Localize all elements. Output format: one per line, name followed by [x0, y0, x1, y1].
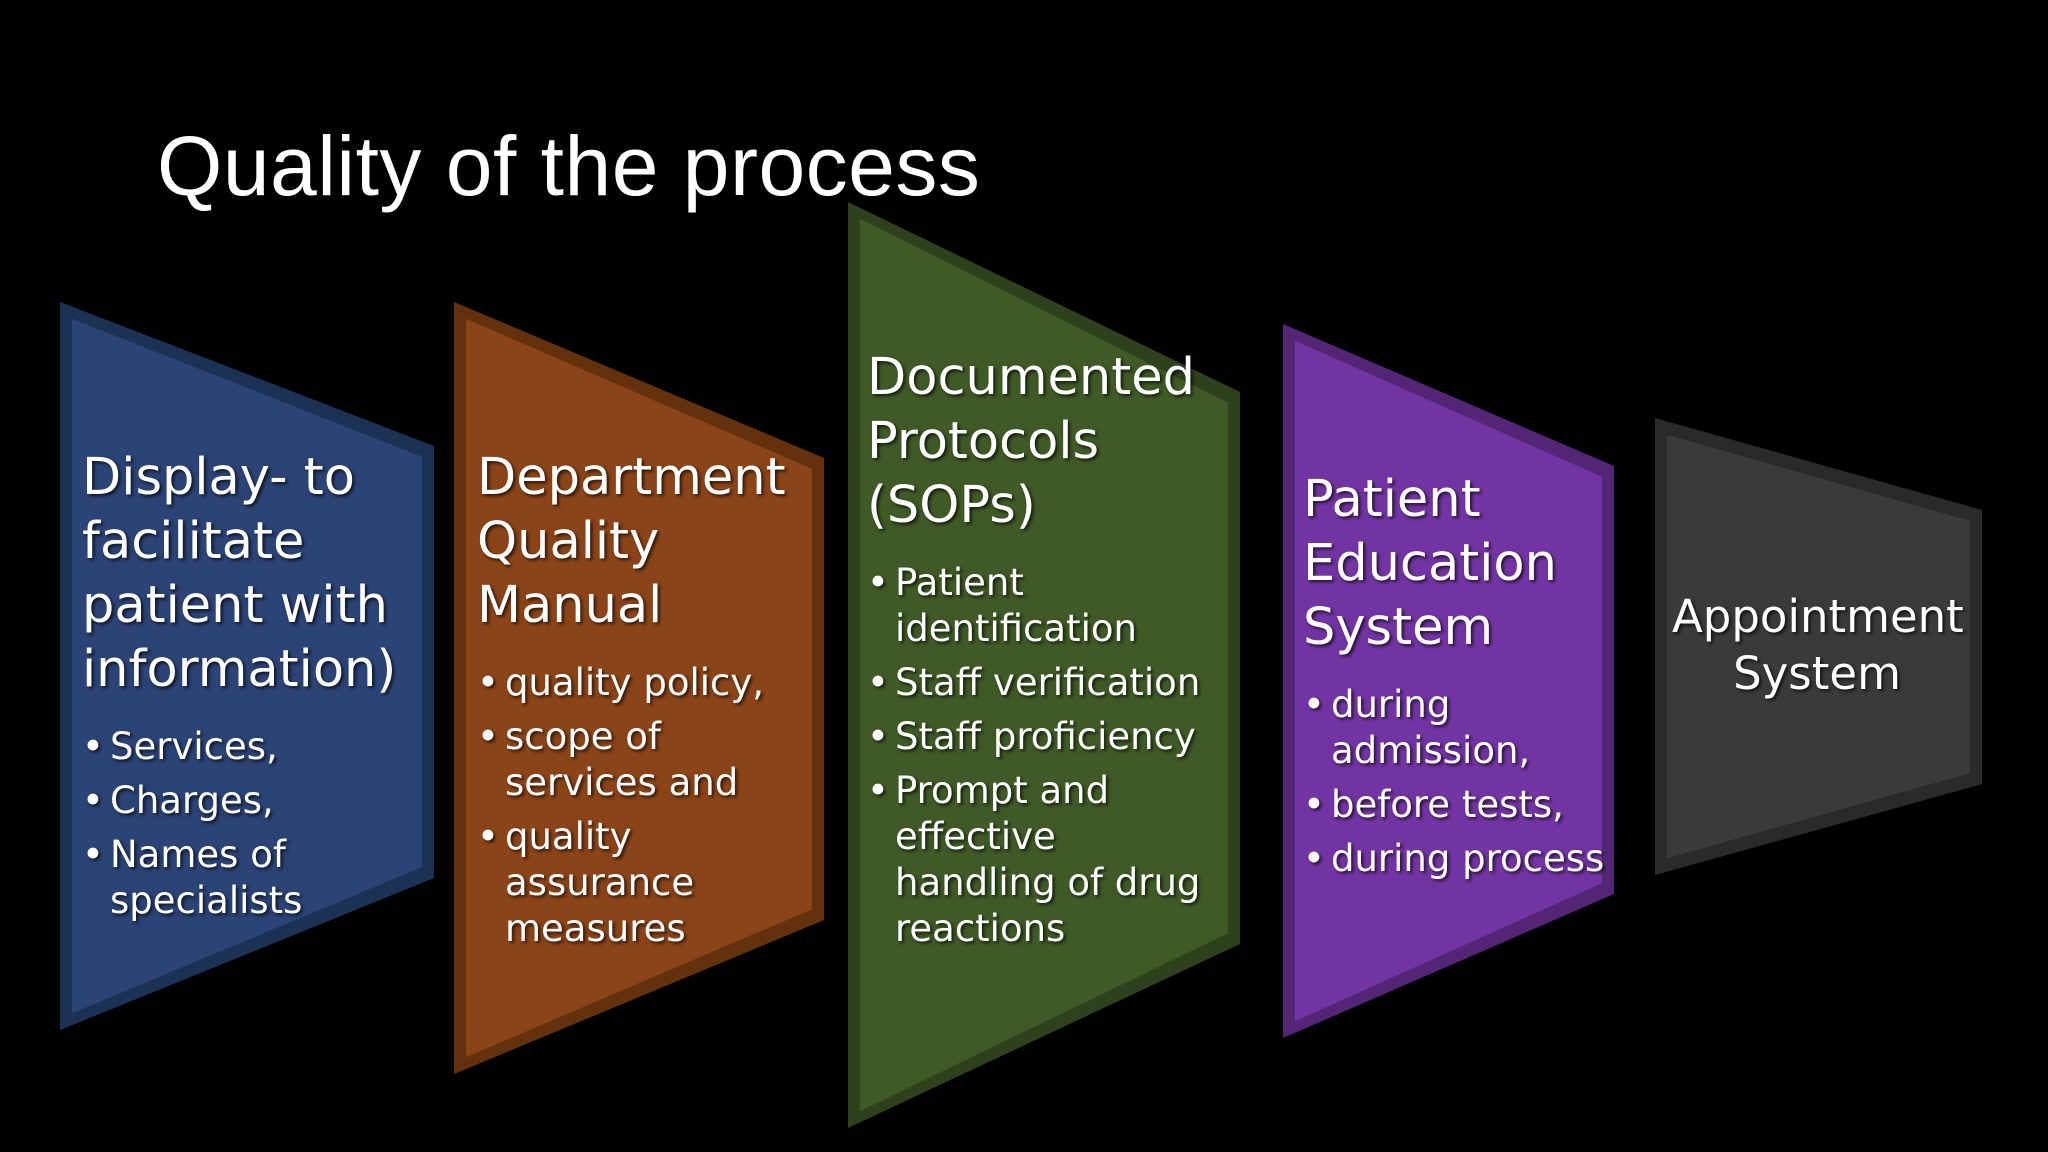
panel-appointment: Appointment System — [1672, 588, 1964, 702]
bullet-list: Services, Charges, Names of specialists — [82, 724, 422, 924]
bullet-item: quality policy, — [477, 660, 817, 706]
bullet-list: quality policy, scope of services and qu… — [477, 660, 817, 952]
panel-sops: Documented Protocols (SOPs) Patient iden… — [867, 346, 1227, 960]
bullet-item: Charges, — [82, 778, 422, 824]
heading-line: Patient — [1303, 470, 1481, 529]
bullet-list: during admission, before tests, during p… — [1303, 682, 1623, 882]
bullet-item: Services, — [82, 724, 422, 770]
slide-title: Quality of the process — [157, 119, 981, 213]
panel-heading: Appointment System — [1672, 588, 1964, 702]
panel-patient-education: Patient Education System during admissio… — [1303, 468, 1623, 890]
bullet-item: during process — [1303, 836, 1623, 882]
heading-line: Documented — [867, 348, 1195, 407]
heading-line: information) — [82, 640, 397, 699]
panel-heading: Patient Education System — [1303, 468, 1623, 660]
bullet-item: during admission, — [1303, 682, 1571, 774]
bullet-item: quality assurance measures — [477, 814, 725, 952]
heading-line: (SOPs) — [867, 476, 1036, 535]
bullet-item: Staff verification — [867, 660, 1227, 706]
heading-line: Display- to — [82, 448, 355, 507]
heading-line: Education — [1303, 534, 1557, 593]
panel-display: Display- to facilitate patient with info… — [82, 446, 422, 932]
panel-shape — [1667, 434, 1970, 859]
panel-heading: Documented Protocols (SOPs) — [867, 346, 1227, 538]
panel-quality-manual: Department Quality Manual quality policy… — [477, 446, 817, 960]
heading-line: System — [1733, 647, 1901, 700]
heading-line: Manual — [477, 576, 663, 635]
panel-heading: Display- to facilitate patient with info… — [82, 446, 422, 702]
heading-line: Protocols — [867, 412, 1100, 471]
heading-line: facilitate — [82, 512, 305, 571]
heading-line: System — [1303, 598, 1494, 657]
heading-line: Appointment — [1672, 590, 1964, 643]
bullet-list: Patient identification Staff verificatio… — [867, 560, 1227, 952]
bullet-item: Prompt and effective handling of drug re… — [867, 768, 1227, 952]
bullet-item: before tests, — [1303, 782, 1623, 828]
bullet-item: Names of specialists — [82, 832, 330, 924]
heading-line: patient with — [82, 576, 388, 635]
bullet-item: Patient identification — [867, 560, 1175, 652]
bullet-item: scope of services and — [477, 714, 817, 806]
heading-line: Department — [477, 448, 786, 507]
bullet-item: Staff proficiency — [867, 714, 1227, 760]
panel-heading: Department Quality Manual — [477, 446, 817, 638]
heading-line: Quality — [477, 512, 660, 571]
